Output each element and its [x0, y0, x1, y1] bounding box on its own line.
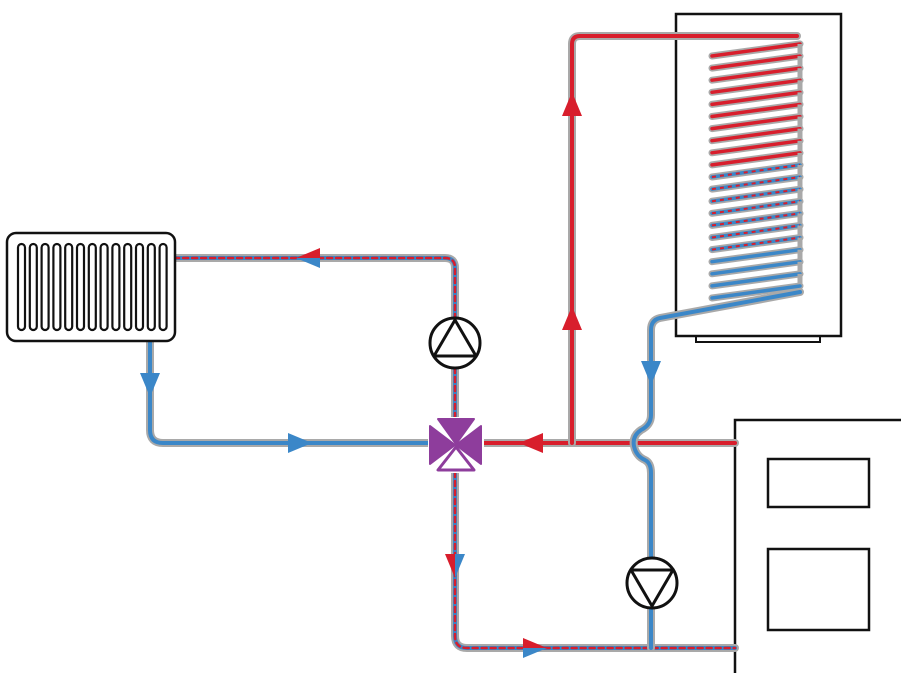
- arrow-radiator-return-right: [288, 433, 312, 453]
- pump-return: [625, 556, 679, 610]
- radiator: [5, 231, 177, 343]
- arrow-boiler-return-right-b: [523, 648, 547, 658]
- three-way-valve-icon: [429, 425, 456, 465]
- radiator-fin: [52, 242, 62, 332]
- arrow-radiator-supply-a: [296, 248, 320, 258]
- flow-arrows: [140, 92, 661, 658]
- radiator-fin: [99, 242, 109, 332]
- radiator-fin: [111, 242, 121, 332]
- pipe-tank-return: [631, 290, 802, 650]
- radiator-fin: [146, 242, 156, 332]
- valve-bottom-wing: [436, 445, 476, 472]
- arrow-riser-lower: [562, 306, 582, 330]
- pipe-boiler-return: [453, 470, 737, 650]
- arrow-riser-upper: [562, 92, 582, 116]
- mixing-valve: [428, 417, 484, 473]
- arrow-radiator-supply-b: [296, 258, 320, 268]
- arrow-boiler-return-down-b: [455, 554, 465, 578]
- coil-turn-hot: [710, 90, 802, 107]
- pipe-radiator-return-casing: [146, 338, 434, 447]
- pipe-tank-flow: [570, 34, 799, 445]
- coil-turn-mixed-dash: [711, 188, 801, 203]
- valve-top-wing: [437, 418, 475, 445]
- pipe-radiator-return: [148, 340, 432, 445]
- coil-turn-hot: [710, 114, 802, 131]
- coil-turn-hot: [710, 102, 802, 119]
- coil-turn-cold: [710, 247, 802, 264]
- coil-turn-cold: [710, 284, 802, 300]
- pipe-boiler-return-mixed: [453, 470, 737, 650]
- arrow-boiler-return-right-a: [523, 638, 547, 648]
- coil-turn-hot: [710, 151, 802, 167]
- radiator-fin: [40, 242, 50, 332]
- boiler-door-panel: [766, 547, 871, 632]
- arrow-tank-return: [641, 361, 661, 385]
- arrow-hot-main: [519, 433, 543, 453]
- boiler: [733, 418, 901, 673]
- radiator-fin: [28, 242, 38, 332]
- coil-turn-hot: [710, 66, 802, 82]
- coil-turn-hot: [710, 126, 802, 143]
- valve-right-wing: [455, 425, 482, 465]
- coil-turn-mixed-dash: [711, 224, 801, 239]
- pipe-radiator-supply: [174, 256, 457, 420]
- pipe-radiator-supply-casing: [172, 254, 459, 422]
- radiator-fin: [123, 242, 133, 332]
- radiator-fin: [87, 242, 97, 332]
- tank-coil: [708, 40, 804, 302]
- coil-turn-mixed-dash: [711, 212, 801, 227]
- pipe-radiator-supply-mixed: [174, 256, 457, 420]
- radiator-fin: [16, 242, 27, 332]
- pipe-boiler-return-casing: [451, 468, 739, 652]
- radiator-fin: [75, 242, 86, 332]
- pump-triangle-up: [432, 318, 478, 358]
- storage-tank: [674, 12, 843, 343]
- boiler-display-panel: [766, 457, 871, 509]
- coil-turn-hot: [710, 78, 802, 95]
- coil-turn-mixed-dash: [711, 200, 801, 215]
- radiator-fin: [134, 242, 145, 332]
- coil-turn-cold: [710, 260, 802, 276]
- radiator-fin: [64, 242, 74, 332]
- pipe-network: [146, 32, 804, 652]
- coil-turn-mixed-dash: [711, 176, 801, 191]
- coil-turn-hot: [710, 54, 802, 70]
- coil-turn-hot: [710, 139, 802, 155]
- pump-radiator: [428, 316, 482, 370]
- coil-turn-cold: [710, 272, 802, 288]
- coil-turn-mixed-dash: [711, 164, 801, 178]
- coil-turn-hot: [710, 42, 802, 58]
- coil-turn-mixed-dash: [711, 236, 801, 251]
- radiator-fin: [158, 242, 168, 332]
- arrow-radiator-return-down: [140, 373, 160, 397]
- pump-triangle-down: [629, 568, 675, 608]
- arrow-boiler-return-down-a: [445, 554, 455, 578]
